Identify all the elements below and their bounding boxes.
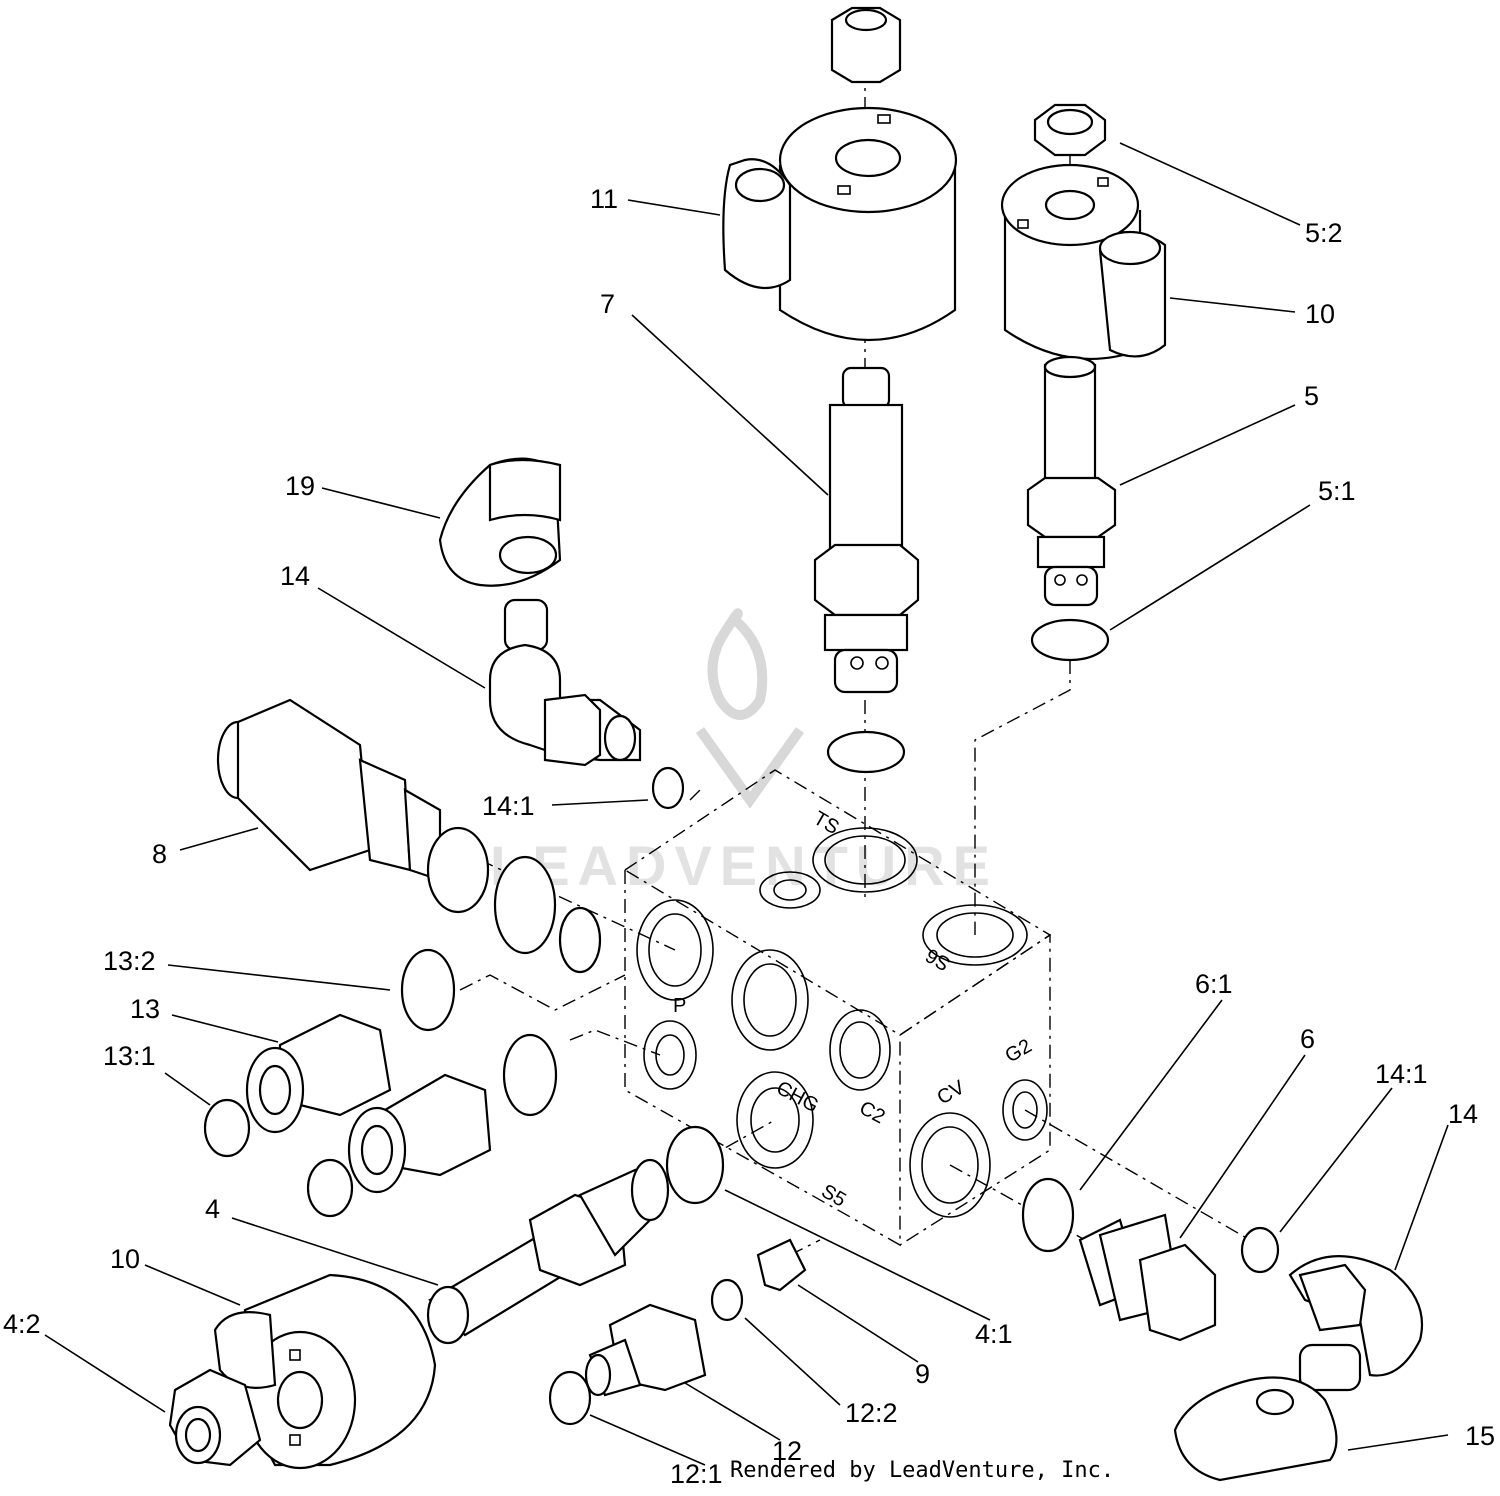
part-13-1-o-ring [203,1098,251,1158]
watermark-logo: LEADVENTURE [490,608,998,897]
callout-19: 19 [285,471,315,501]
part-6-1-o-ring [1021,1177,1075,1253]
port-label-p: P [673,995,686,1017]
callout-14-lower: 14 [1448,1099,1478,1129]
callout-6: 6 [1300,1024,1315,1054]
part-5-valve-cartridge [1026,355,1117,607]
callout-11: 11 [590,184,618,214]
part-14-1-o-ring-upper [651,766,685,810]
callout-4-2: 4:2 [3,1309,41,1339]
part-8-o-ring-large [493,855,557,955]
part-5-1-o-ring [1030,618,1110,662]
callout-12: 12 [772,1436,802,1466]
part-7-o-ring [826,730,906,774]
part-12-2-o-ring [710,1278,744,1322]
callout-14-upper: 14 [280,561,310,591]
part-10-solenoid-coil-upper [1000,163,1167,360]
part-13-fitting-upper [245,948,456,1134]
part-8-relief-valve [216,698,490,914]
callout-13-1: 13:1 [103,1041,156,1071]
part-11-nut [830,6,902,84]
callout-10-upper: 10 [1305,299,1335,329]
part-8-o-ring-small [558,906,602,974]
part-11-solenoid-coil [722,106,958,341]
part-13-fitting-lower [347,1033,558,1194]
callout-13: 13 [130,994,160,1024]
part-13-lower-o-ring [306,1158,354,1218]
part-4-2-nut [168,1368,262,1467]
footer-credit: Rendered by LeadVenture, Inc. [730,1458,1115,1483]
part-15-dust-cap [1173,1376,1338,1482]
part-7-valve-cartridge [813,366,920,694]
part-14-1-o-ring-lower [1240,1226,1280,1274]
port-label-c2: C2 [856,1097,889,1128]
port-label-s5: S5 [818,1180,850,1211]
callout-6-1: 6:1 [1195,969,1233,999]
part-19-dust-cap [438,457,562,587]
part-14-elbow-fitting-upper [488,598,642,767]
part-5-2-nut [1033,103,1107,157]
part-14-elbow-fitting-lower [1288,1255,1424,1392]
port-label-s6: S6 [922,944,954,975]
callout-12-2: 12:2 [845,1398,898,1428]
callout-13-2: 13:2 [103,946,156,976]
leader-lines [44,142,1449,1466]
part-12-fitting [584,1303,707,1397]
part-4-1-o-ring [665,1125,725,1205]
callout-5: 5 [1304,381,1319,411]
part-9-orifice [756,1238,807,1292]
callout-9: 9 [915,1359,930,1389]
callout-4-1: 4:1 [975,1319,1013,1349]
callout-15: 15 [1465,1421,1495,1451]
watermark-text: LEADVENTURE [490,834,998,897]
part-12-1-o-ring [548,1370,592,1426]
callout-labels: 11 5:2 10 7 5 5:1 19 14 14:1 8 13:2 13 1… [3,184,1495,1489]
part-4-valve-cartridge [426,1158,670,1345]
callout-14-1-upper: 14:1 [482,791,535,821]
callout-4: 4 [205,1194,220,1224]
callout-14-1-lower: 14:1 [1375,1059,1428,1089]
part-10-solenoid-coil-lower [213,1273,437,1470]
callout-8: 8 [152,839,167,869]
port-label-cv: CV [934,1076,970,1109]
port-label-g2: G2 [1002,1035,1036,1067]
callout-12-1: 12:1 [670,1459,723,1489]
callout-7: 7 [600,289,615,319]
callout-5-1: 5:1 [1318,476,1356,506]
callout-5-2: 5:2 [1305,218,1343,248]
part-6-plug [1078,1213,1217,1342]
callout-10-lower: 10 [110,1244,140,1274]
